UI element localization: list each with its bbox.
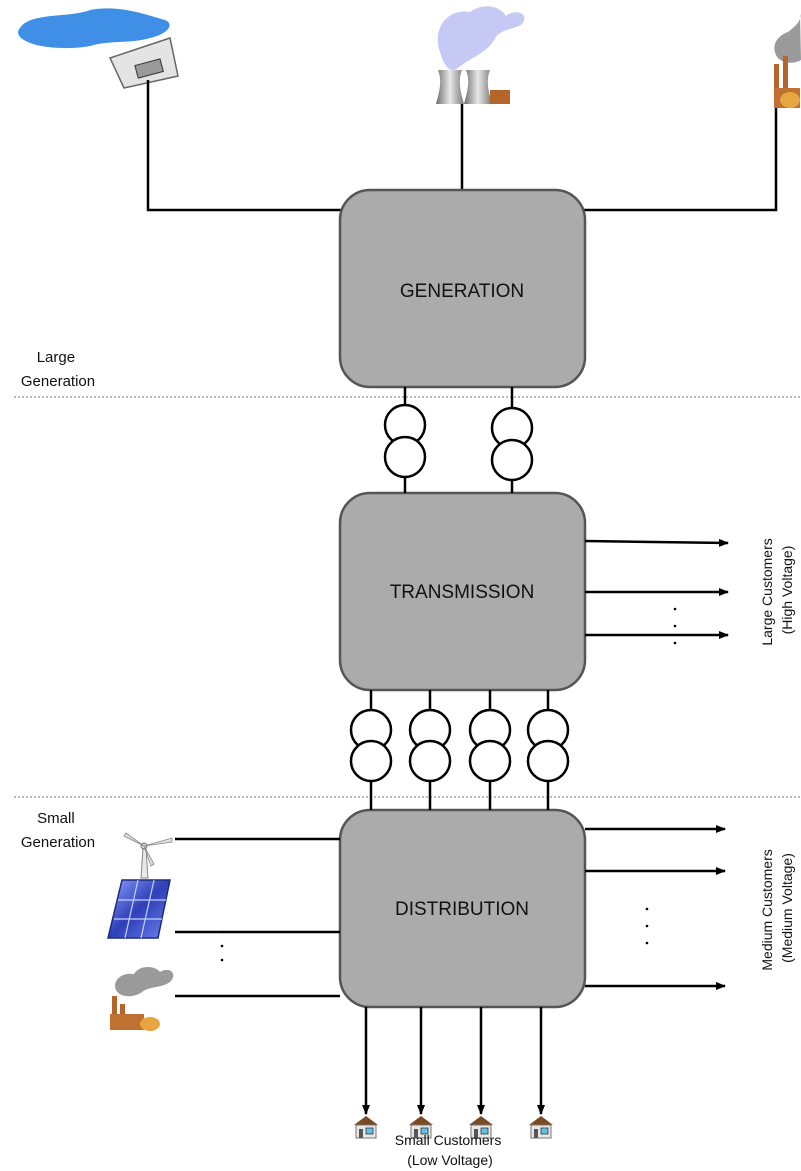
transformer (468, 690, 512, 810)
large-generation-line-2: Generation (21, 373, 95, 390)
large-customer-arrows (584, 538, 729, 639)
small-customers-label: Small Customers (Low Voltage) (395, 1132, 505, 1168)
house-icon (354, 1116, 378, 1139)
large-generation-label: Large Generation (21, 349, 95, 390)
medium-customers-label: Medium Customers (Medium Voltage) (759, 845, 795, 970)
small-generation-label: Small Generation (21, 810, 95, 851)
generation-block: GENERATION (338, 188, 587, 389)
transformer (490, 387, 534, 493)
hydro-dam-icon (18, 8, 179, 89)
generation-feeders (146, 80, 778, 212)
small-generation-feeders (175, 837, 340, 998)
medium-customers-line-2: (Medium Voltage) (779, 853, 795, 963)
large-customers-line-1: Large Customers (759, 538, 775, 645)
large-customer-ellipsis (673, 607, 677, 645)
transformer (349, 690, 393, 810)
transformer (408, 690, 452, 810)
solar-panel-icon (107, 879, 171, 939)
factory-plant-icon (774, 14, 801, 108)
medium-customer-arrows (585, 825, 726, 990)
small-generation-line-1: Small (37, 810, 75, 827)
distribution-label: DISTRIBUTION (395, 899, 529, 920)
large-customers-label: Large Customers (High Voltage) (759, 534, 795, 645)
small-customers-line-1: Small Customers (395, 1132, 502, 1148)
distribution-block: DISTRIBUTION (338, 808, 587, 1009)
transformers-generation-transmission (383, 387, 534, 493)
transmission-block: TRANSMISSION (338, 491, 587, 692)
transmission-label: TRANSMISSION (390, 582, 535, 603)
house-icon (469, 1116, 493, 1139)
transformers-transmission-distribution (349, 690, 570, 810)
large-customers-line-2: (High Voltage) (779, 546, 795, 635)
large-generation-line-1: Large (37, 349, 75, 366)
medium-customer-ellipsis (645, 907, 649, 945)
generation-label: GENERATION (400, 281, 524, 302)
small-customers-line-2: (Low Voltage) (407, 1152, 493, 1168)
transformer (526, 690, 570, 810)
wind-turbine-icon (123, 832, 173, 879)
cooling-tower-plant-icon (436, 6, 525, 104)
house-icon (409, 1116, 433, 1139)
medium-customers-line-1: Medium Customers (759, 849, 775, 970)
transformer (383, 387, 427, 493)
small-generation-ellipsis (220, 930, 224, 962)
small-factory-icon (110, 967, 174, 1031)
house-icon (529, 1116, 553, 1139)
small-customer-arrows (362, 1007, 545, 1115)
small-generation-line-2: Generation (21, 834, 95, 851)
